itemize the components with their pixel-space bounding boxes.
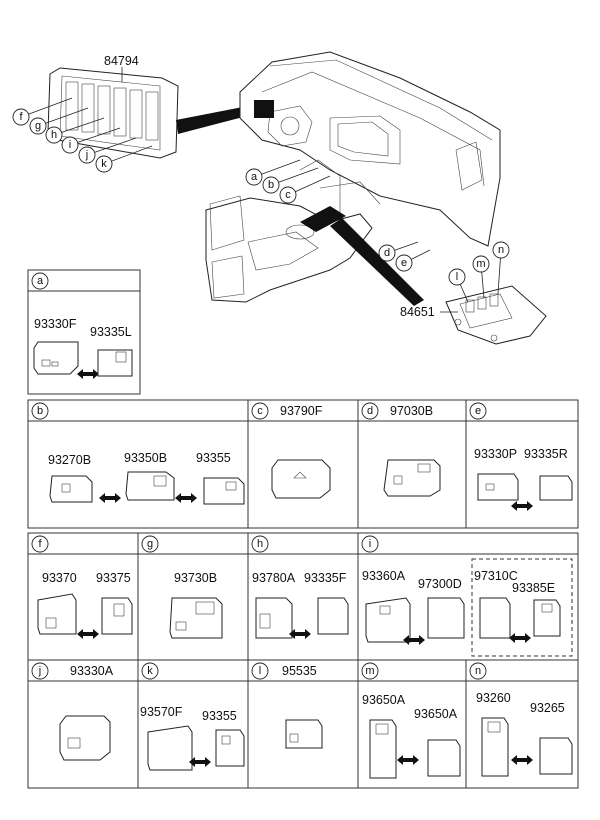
cell-k-part-93570F-0: 93570F bbox=[140, 705, 183, 719]
cell-grid bbox=[27, 269, 579, 789]
cell-m-part-93650A-0: 93650A bbox=[362, 693, 406, 707]
svg-text:h: h bbox=[257, 538, 263, 550]
cell-c-part-93790F: 93790F bbox=[280, 404, 323, 418]
callout-e-overview: e bbox=[395, 254, 413, 272]
cell-e-part-93330P-0: 93330P bbox=[474, 447, 517, 461]
cell-a-part-93335L-1: 93335L bbox=[90, 325, 132, 339]
cell-e-part-93335R-1: 93335R bbox=[524, 447, 568, 461]
cell-m-part-93650A-1: 93650A bbox=[414, 707, 458, 721]
svg-text:m: m bbox=[365, 665, 374, 677]
cell-j-label: j bbox=[31, 662, 49, 680]
cell-i-part-93360A-0: 93360A bbox=[362, 569, 406, 583]
svg-text:j: j bbox=[38, 665, 41, 677]
switch-bezel-drawing bbox=[47, 67, 262, 159]
svg-text:i: i bbox=[69, 139, 71, 151]
cell-d-label: d bbox=[361, 402, 379, 420]
cell-b-part-93350B-1: 93350B bbox=[124, 451, 167, 465]
svg-text:g: g bbox=[147, 538, 153, 550]
callout-i: i bbox=[61, 136, 79, 154]
svg-text:k: k bbox=[147, 665, 153, 677]
svg-text:b: b bbox=[268, 179, 274, 191]
cell-k-label: k bbox=[141, 662, 159, 680]
cell-c-label: c bbox=[251, 402, 269, 420]
cell-f-part-93370-0: 93370 bbox=[42, 571, 77, 585]
svg-text:n: n bbox=[498, 244, 504, 256]
svg-text:h: h bbox=[51, 129, 57, 141]
callout-m-overview: m bbox=[472, 255, 490, 273]
dashboard-drawing bbox=[205, 51, 547, 345]
svg-text:c: c bbox=[285, 189, 291, 201]
cell-b-part-93270B-0: 93270B bbox=[48, 453, 91, 467]
svg-text:d: d bbox=[367, 405, 373, 417]
callout-g: g bbox=[29, 117, 47, 135]
cell-b-part-93355-2: 93355 bbox=[196, 451, 231, 465]
cell-i-part-97310C-2: 97310C bbox=[474, 569, 518, 583]
callout-a-overview: a bbox=[245, 168, 263, 186]
svg-text:a: a bbox=[251, 171, 258, 183]
callout-f: f bbox=[12, 108, 30, 126]
cell-d-part-97030B: 97030B bbox=[390, 404, 433, 418]
cell-l-label: l bbox=[251, 662, 269, 680]
svg-text:n: n bbox=[475, 665, 481, 677]
callout-c-overview: c bbox=[279, 186, 297, 204]
cell-m-label: m bbox=[361, 662, 379, 680]
callout-j: j bbox=[78, 146, 96, 164]
svg-text:m: m bbox=[476, 258, 485, 270]
cell-g-label: g bbox=[141, 535, 159, 553]
cell-k-part-93355-1: 93355 bbox=[202, 709, 237, 723]
cell-n-label: n bbox=[469, 662, 487, 680]
cell-h-part-93780A-0: 93780A bbox=[252, 571, 296, 585]
svg-text:a: a bbox=[37, 275, 44, 287]
svg-text:b: b bbox=[37, 405, 43, 417]
svg-text:f: f bbox=[19, 111, 23, 123]
overview-section: 84794 bbox=[20, 51, 547, 345]
cell-j-part-93330A: 93330A bbox=[70, 664, 114, 678]
svg-text:f: f bbox=[38, 538, 42, 550]
part-drawings bbox=[33, 341, 573, 779]
cell-e-label: e bbox=[469, 402, 487, 420]
svg-text:i: i bbox=[369, 538, 371, 550]
cell-g-part-93730B-0: 93730B bbox=[174, 571, 217, 585]
callout-d-overview: d bbox=[378, 244, 396, 262]
cell-l-part-95535: 95535 bbox=[282, 664, 317, 678]
cell-f-label: f bbox=[31, 535, 49, 553]
svg-text:c: c bbox=[257, 405, 263, 417]
bezel-part-number: 84794 bbox=[104, 54, 139, 68]
callout-h: h bbox=[45, 126, 63, 144]
svg-text:k: k bbox=[101, 158, 107, 170]
cell-i-part-93385E-3: 93385E bbox=[512, 581, 555, 595]
callout-n-overview: n bbox=[492, 241, 510, 259]
svg-text:g: g bbox=[35, 120, 41, 132]
console-part-number: 84651 bbox=[400, 305, 435, 319]
callout-l-overview: l bbox=[448, 268, 466, 286]
cell-h-part-93335F-1: 93335F bbox=[304, 571, 347, 585]
cell-i-part-97300D-1: 97300D bbox=[418, 577, 462, 591]
callout-k: k bbox=[95, 155, 113, 173]
callout-b-overview: b bbox=[262, 176, 280, 194]
cell-f-part-93375-1: 93375 bbox=[96, 571, 131, 585]
cell-i-label: i bbox=[361, 535, 379, 553]
cell-n-part-93260-0: 93260 bbox=[476, 691, 511, 705]
cell-h-label: h bbox=[251, 535, 269, 553]
cell-a-part-93330F-0: 93330F bbox=[34, 317, 77, 331]
svg-text:d: d bbox=[384, 247, 390, 259]
svg-text:l: l bbox=[456, 271, 458, 283]
svg-text:l: l bbox=[259, 665, 261, 677]
svg-text:e: e bbox=[475, 405, 481, 417]
svg-text:j: j bbox=[85, 149, 88, 161]
cell-b-label: b bbox=[31, 402, 49, 420]
cell-a-label: a bbox=[31, 272, 49, 290]
cell-n-part-93265-1: 93265 bbox=[530, 701, 565, 715]
svg-text:e: e bbox=[401, 257, 407, 269]
